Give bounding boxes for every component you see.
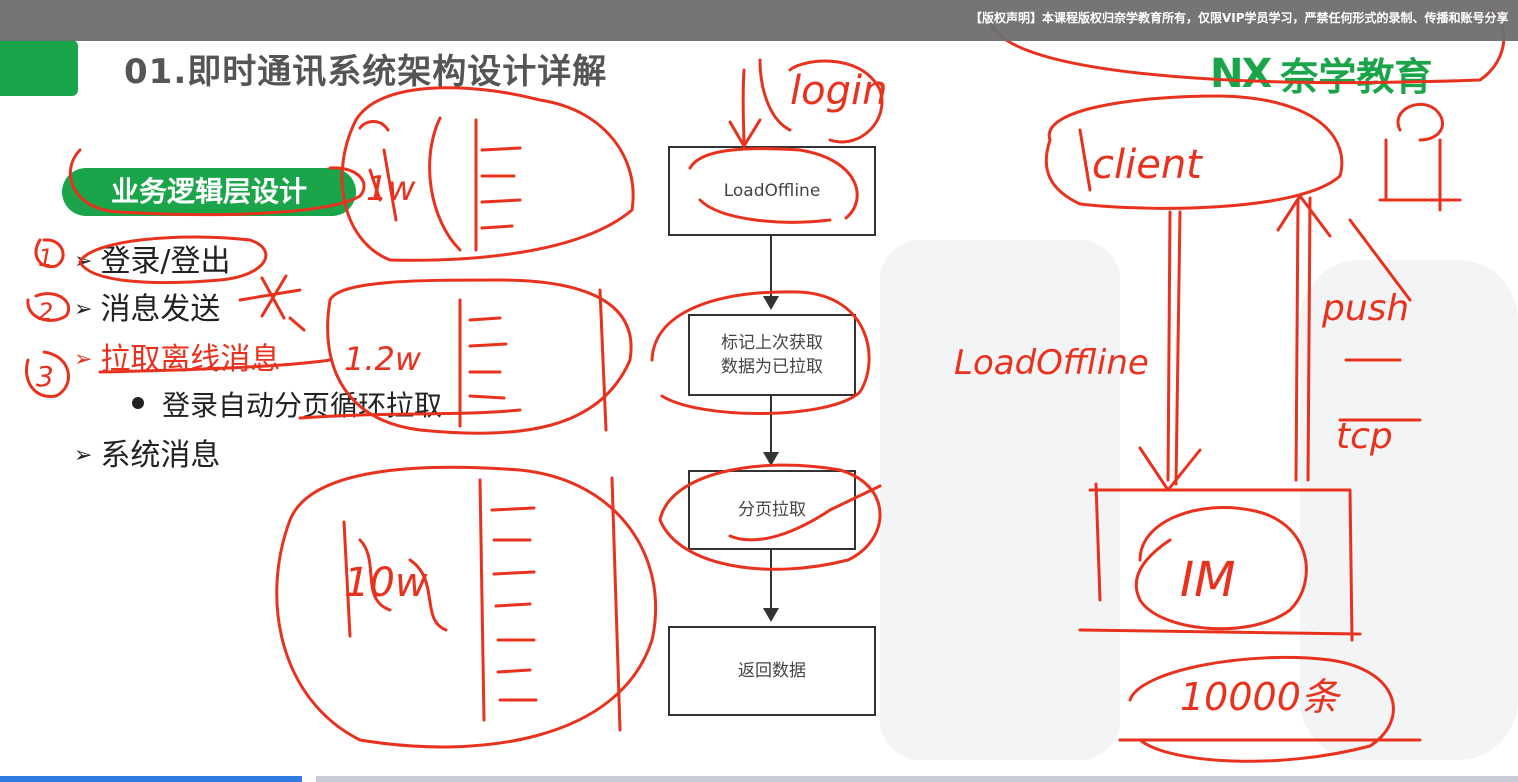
ink-client-loop	[1044, 94, 1344, 210]
progress-fill[interactable]	[0, 776, 302, 782]
ink-login-arrow	[728, 68, 762, 148]
ink-label-client: client	[1092, 142, 1203, 188]
flow-connector	[770, 550, 772, 608]
arrow-bullet-icon: ➢	[74, 297, 93, 322]
ink-label-im: IM	[1180, 552, 1236, 608]
arrow-bullet-icon: ➢	[74, 347, 93, 372]
bullet-pull-offline: ➢ 拉取离线消息	[74, 334, 280, 378]
bullet-label: 登录/登出	[100, 244, 231, 279]
ink-label-cyl2: 1.2w	[344, 340, 422, 378]
copyright-notice-text: 【版权声明】本课程版权归奈学教育所有，仅限VIP学员学习，严禁任何形式的录制、传…	[970, 11, 1509, 25]
title-accent-block	[0, 40, 78, 96]
dot-bullet-icon	[132, 397, 144, 409]
ink-cylinder-1	[340, 86, 635, 262]
brand-name: 奈学教育	[1280, 55, 1433, 99]
flow-step-mark-pulled: 标记上次获取 数据为已拉取	[688, 314, 856, 396]
progress-track[interactable]	[316, 776, 1518, 782]
watermark-shape	[880, 240, 1120, 760]
bullet-label: 拉取离线消息	[100, 342, 281, 377]
flow-connector	[770, 236, 772, 296]
flow-step-loadoffline: LoadOffline	[668, 146, 876, 236]
ink-down-arrow	[1138, 210, 1202, 492]
flow-step-paged-pull: 分页拉取	[688, 470, 856, 550]
ink-num3-circle	[25, 350, 70, 398]
sub-bullet-label: 登录自动分页循环拉取	[162, 389, 443, 422]
flow-connector	[770, 396, 772, 452]
ink-send-scribble	[238, 274, 306, 332]
ink-label-cyl1: 1w	[366, 169, 416, 209]
copyright-notice-bar: 【版权声明】本课程版权归奈学教育所有，仅限VIP学员学习，严禁任何形式的录制、传…	[0, 0, 1518, 41]
arrow-bullet-icon: ➢	[74, 249, 93, 274]
bullet-label: 消息发送	[100, 292, 221, 327]
slide-title: 01.即时通讯系统架构设计详解	[124, 52, 608, 92]
ink-label-login: login	[790, 68, 887, 114]
brand-logo: NX 奈学教育	[1210, 46, 1432, 101]
bullet-label: 系统消息	[100, 438, 221, 473]
ink-num2-circle	[26, 292, 70, 322]
flow-arrow-icon	[763, 452, 779, 466]
bullet-system-message: ➢ 系统消息	[74, 430, 220, 474]
ink-label-num1: 1	[38, 244, 53, 272]
bullet-login-logout: ➢ 登录/登出	[74, 236, 231, 280]
brand-mark-icon: NX	[1210, 50, 1272, 97]
section-heading: 业务逻辑层设计	[62, 168, 356, 216]
flow-arrow-icon	[763, 608, 779, 622]
ink-label-num3: 3	[36, 360, 54, 393]
flow-step-return-data: 返回数据	[668, 626, 876, 716]
flow-arrow-icon	[763, 296, 779, 310]
ink-cylinder-3	[275, 465, 658, 749]
ink-person-icon	[1378, 103, 1462, 212]
bullet-send-message: ➢ 消息发送	[74, 284, 220, 328]
ink-im-circle	[1134, 505, 1308, 631]
ink-num1-circle	[34, 238, 65, 269]
ink-label-cyl3: 10w	[344, 560, 428, 606]
arrow-bullet-icon: ➢	[74, 443, 93, 468]
ink-label-num2: 2	[38, 298, 53, 326]
watermark-shape	[1300, 260, 1518, 760]
sub-bullet-auto-paging: 登录自动分页循环拉取	[132, 384, 442, 424]
